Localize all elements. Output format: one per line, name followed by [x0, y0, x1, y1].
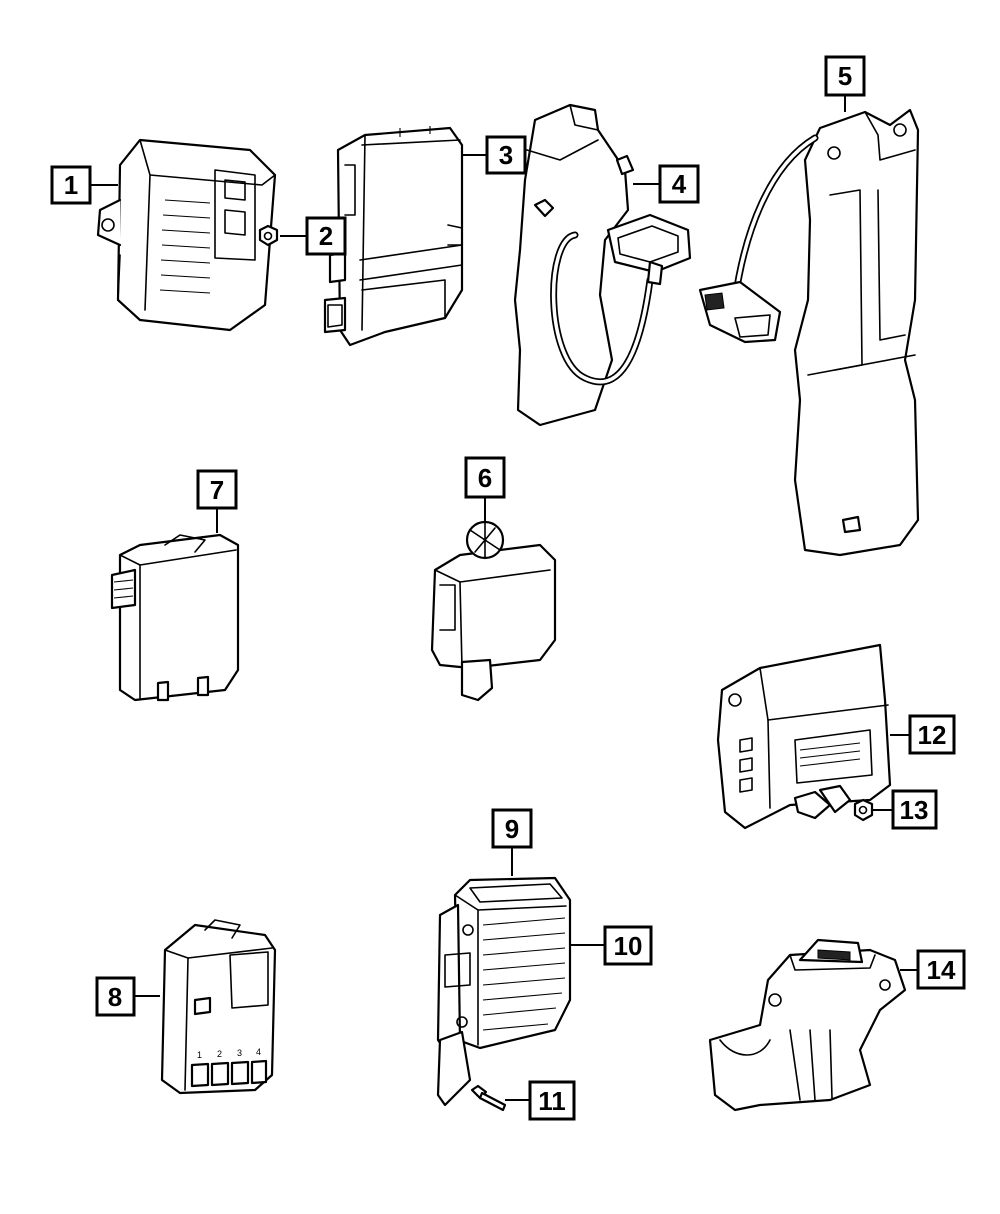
- callout-11-text: 11: [538, 1086, 566, 1116]
- part-9-ecu-finned: [436, 876, 572, 1107]
- module8-pin-1: 1: [197, 1050, 202, 1060]
- callout-12-text: 12: [918, 720, 947, 750]
- callout-2-text: 2: [319, 221, 333, 251]
- callout-3-text: 3: [499, 140, 513, 170]
- part-3-module: [323, 126, 464, 347]
- callout-4: 4: [658, 164, 700, 204]
- leader-lines: [90, 95, 918, 1101]
- part-12-module: [716, 643, 892, 830]
- callout-2: 2: [305, 216, 347, 256]
- part-5-large-bracket: [698, 108, 920, 557]
- callout-1: 1: [50, 165, 92, 205]
- callout-8-text: 8: [108, 982, 122, 1012]
- part-8-module: 1 2 3 4: [160, 919, 277, 1095]
- part-9-fins: [482, 917, 566, 1031]
- callout-10: 10: [603, 925, 653, 966]
- part-1-label-hatching: [159, 199, 211, 294]
- callout-1-text: 1: [64, 170, 78, 200]
- part-2-nut: [258, 224, 279, 247]
- part-7-module: [110, 533, 240, 702]
- callout-11: 11: [528, 1080, 576, 1121]
- callout-9: 9: [491, 808, 533, 849]
- callout-7-text: 7: [210, 475, 224, 505]
- callout-14: 14: [916, 949, 966, 990]
- callout-6-text: 6: [478, 463, 492, 493]
- part-1-control-module: [96, 138, 277, 332]
- callout-7: 7: [196, 469, 238, 510]
- callout-4-text: 4: [672, 169, 687, 199]
- callout-3: 3: [485, 135, 527, 175]
- part-14-bracket: [708, 938, 907, 1112]
- callout-14-text: 14: [927, 955, 956, 985]
- part-6-module: [430, 520, 557, 702]
- callout-10-text: 10: [614, 931, 643, 961]
- callout-6: 6: [464, 456, 506, 499]
- callout-8: 8: [95, 976, 136, 1017]
- callout-12: 12: [908, 714, 956, 755]
- part-13-nut: [853, 798, 874, 822]
- module8-pin-2: 2: [217, 1049, 222, 1059]
- callout-5-text: 5: [838, 61, 852, 91]
- callout-13: 13: [891, 789, 938, 830]
- module8-pin-4: 4: [256, 1047, 261, 1057]
- callout-13-text: 13: [900, 795, 929, 825]
- module8-pin-3: 3: [237, 1048, 242, 1058]
- callout-9-text: 9: [505, 814, 519, 844]
- part-4-bracket-harness: [513, 103, 692, 427]
- callout-5: 5: [824, 55, 866, 97]
- part-11-bolt: [470, 1084, 507, 1112]
